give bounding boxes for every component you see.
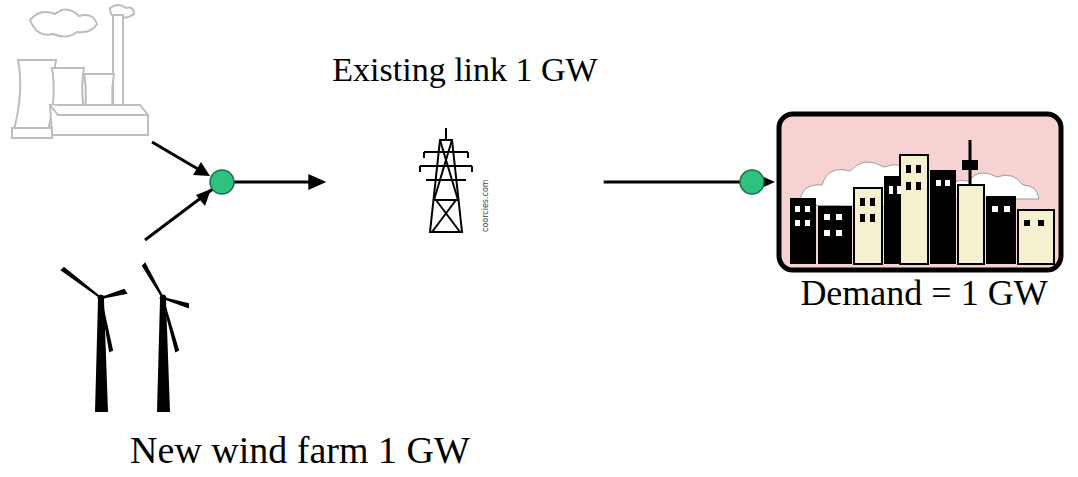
node-label: Existing link 1 GW xyxy=(332,50,597,89)
power-plant-icon xyxy=(12,5,148,138)
plant-arrow xyxy=(152,142,210,176)
city-picture xyxy=(779,114,1061,270)
city-node: Demand = 1 GW xyxy=(775,112,1073,318)
watermark: coorcies.com xyxy=(481,179,490,232)
wind-farm-node: New wind farm 1 GW xyxy=(90,240,510,477)
wind-turbines xyxy=(62,264,188,412)
pylon-icon xyxy=(420,128,472,232)
node-label: Demand = 1 GW xyxy=(800,273,1047,314)
link-node: Existing link 1 GW xyxy=(326,48,603,240)
bus-dot xyxy=(210,170,234,194)
connector-arrow xyxy=(145,174,326,240)
arrow-head xyxy=(308,174,326,190)
node-label: New wind farm 1 GW xyxy=(130,429,470,473)
bus-dot xyxy=(740,170,764,194)
connector-line xyxy=(604,181,763,184)
